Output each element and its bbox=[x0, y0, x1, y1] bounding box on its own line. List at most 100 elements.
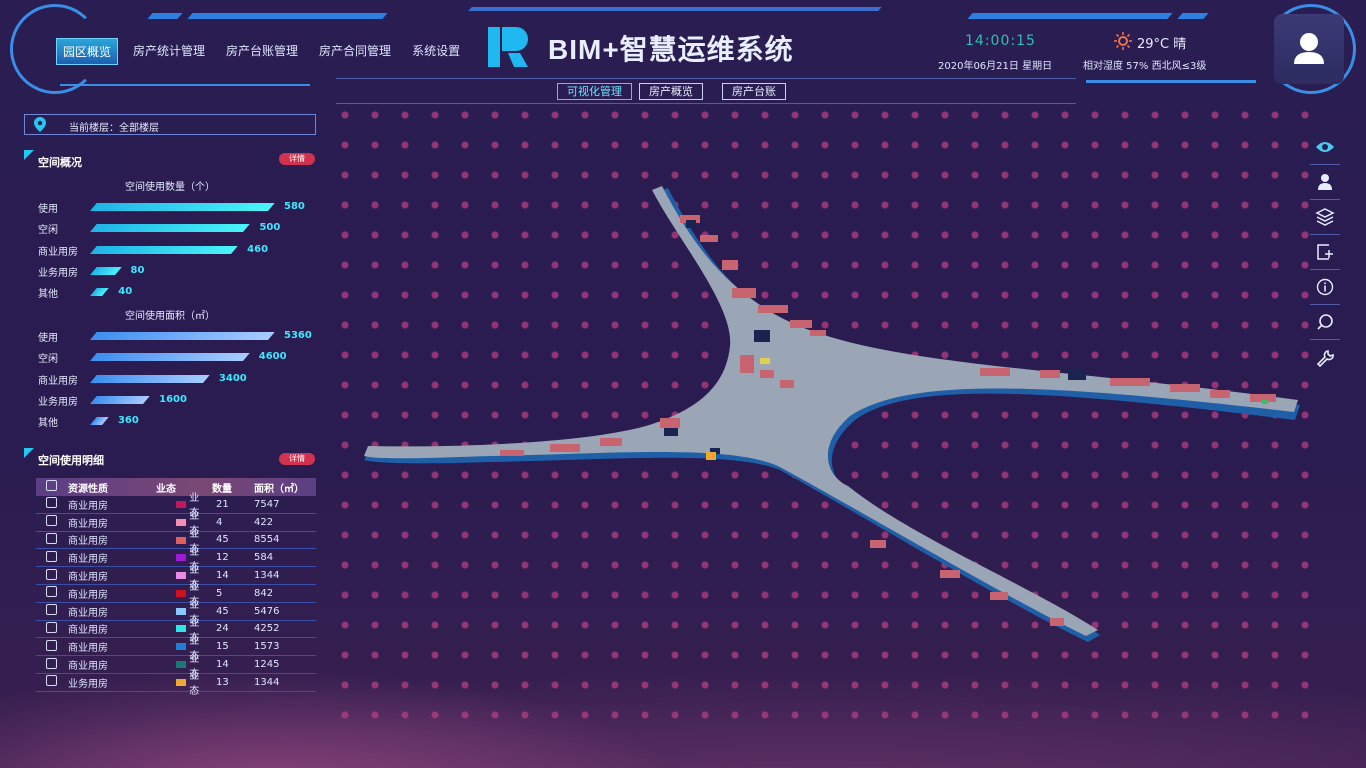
resource-type-cell: 商业用房 bbox=[68, 661, 108, 673]
state-color-swatch bbox=[176, 661, 187, 669]
user-avatar-button[interactable] bbox=[1274, 14, 1344, 84]
nav-item-property-ledger[interactable]: 房产台账管理 bbox=[226, 44, 299, 58]
temperature: 29°C 晴 bbox=[1137, 37, 1187, 52]
nav-item-property-statistics[interactable]: 房产统计管理 bbox=[133, 44, 206, 58]
header-deco bbox=[468, 7, 882, 11]
resource-type-cell: 业务用房 bbox=[68, 678, 108, 690]
bar-label: 商业用房 bbox=[38, 375, 78, 387]
state-color-swatch bbox=[176, 554, 187, 562]
row-checkbox[interactable] bbox=[36, 657, 68, 672]
date: 2020年06月21日 星期日 bbox=[938, 61, 1053, 72]
row-checkbox[interactable] bbox=[36, 550, 68, 565]
state-cell: 业态 bbox=[140, 667, 208, 697]
state-cell: 业态 bbox=[140, 525, 208, 555]
bar-value: 500 bbox=[259, 222, 281, 234]
count-cell: 14 bbox=[216, 570, 229, 582]
section-marker-icon bbox=[24, 150, 34, 160]
section-marker-icon bbox=[24, 448, 34, 458]
row-checkbox[interactable] bbox=[36, 675, 68, 689]
bar-label: 业务用房 bbox=[38, 267, 78, 279]
tab-property-ledger[interactable]: 房产台账 bbox=[722, 83, 786, 100]
area-chart-title: 空间使用面积（㎡） bbox=[125, 311, 215, 322]
space-detail-detail-button[interactable]: 详情 bbox=[279, 453, 315, 465]
resource-type-cell: 商业用房 bbox=[68, 643, 108, 655]
header-deco bbox=[1177, 13, 1209, 19]
header-underline-right bbox=[1086, 80, 1256, 83]
nav-item-park-overview[interactable]: 园区概览 bbox=[56, 38, 119, 65]
bar-label: 空闲 bbox=[38, 225, 58, 237]
area-cell: 1344 bbox=[254, 570, 280, 582]
count-cell: 15 bbox=[216, 641, 229, 653]
row-checkbox[interactable] bbox=[36, 639, 68, 654]
row-checkbox[interactable] bbox=[36, 515, 68, 529]
bar-value: 40 bbox=[118, 286, 133, 298]
bar-value: 1600 bbox=[159, 393, 187, 405]
bar-value: 460 bbox=[247, 243, 269, 255]
bar-label: 业务用房 bbox=[38, 396, 78, 408]
space-overview-detail-button[interactable]: 详情 bbox=[279, 153, 315, 165]
column-header: 面积（㎡） bbox=[254, 483, 304, 495]
bar bbox=[90, 245, 238, 254]
resource-type-cell: 商业用房 bbox=[68, 500, 108, 512]
row-checkbox[interactable] bbox=[36, 532, 68, 547]
bar bbox=[90, 332, 275, 340]
resource-type-cell: 商业用房 bbox=[68, 536, 108, 548]
add-marker-tool-button[interactable] bbox=[1310, 235, 1340, 270]
state-label: 业态 bbox=[189, 511, 200, 538]
state-label: 业态 bbox=[189, 635, 200, 662]
select-all-checkbox[interactable] bbox=[36, 480, 68, 494]
row-checkbox[interactable] bbox=[36, 568, 68, 583]
row-checkbox[interactable] bbox=[36, 586, 68, 600]
info-tool-button[interactable] bbox=[1310, 270, 1340, 305]
right-toolbar bbox=[1310, 130, 1340, 375]
row-checkbox[interactable] bbox=[36, 621, 68, 636]
map-dark-blocks bbox=[664, 220, 1086, 454]
nav-item-system-settings[interactable]: 系统设置 bbox=[412, 44, 461, 58]
count-cell: 24 bbox=[216, 623, 229, 635]
wrench-tool-button[interactable] bbox=[1310, 340, 1340, 375]
tab-visual-management[interactable]: 可视化管理 bbox=[557, 83, 632, 100]
bim-3d-map-view[interactable] bbox=[350, 180, 1310, 660]
bar-label: 其他 bbox=[38, 418, 58, 430]
state-color-swatch bbox=[176, 678, 187, 686]
count-cell: 45 bbox=[216, 605, 229, 617]
row-checkbox[interactable] bbox=[36, 604, 68, 618]
layers-tool-button[interactable] bbox=[1310, 200, 1340, 235]
info-icon bbox=[1316, 278, 1334, 296]
search-icon bbox=[1317, 314, 1333, 330]
current-floor-selector[interactable]: 当前楼层：全部楼层 bbox=[24, 114, 316, 135]
search-tool-button[interactable] bbox=[1310, 305, 1340, 340]
state-cell: 业态 bbox=[140, 489, 208, 519]
count-chart-title: 空间使用数量（个） bbox=[125, 182, 215, 193]
map-accent-blocks bbox=[706, 358, 1268, 460]
view-tool-button[interactable] bbox=[1310, 130, 1340, 165]
state-color-swatch bbox=[176, 625, 187, 633]
area-cell: 1245 bbox=[254, 659, 280, 671]
nav-item-property-contract[interactable]: 房产合同管理 bbox=[319, 44, 392, 58]
state-cell: 业态 bbox=[140, 614, 208, 644]
location-user-tool-button[interactable] bbox=[1310, 165, 1340, 200]
area-cell: 842 bbox=[254, 587, 274, 599]
row-checkbox[interactable] bbox=[36, 497, 68, 511]
location-user-icon bbox=[1318, 174, 1332, 190]
state-cell: 业态 bbox=[140, 561, 208, 591]
count-cell: 12 bbox=[216, 552, 229, 564]
header-underline-left bbox=[60, 84, 310, 86]
left-corner-ring bbox=[10, 4, 100, 94]
bar-value: 3400 bbox=[218, 372, 247, 384]
tab-property-overview[interactable]: 房产概览 bbox=[639, 83, 703, 100]
column-header: 业态 bbox=[156, 483, 176, 495]
